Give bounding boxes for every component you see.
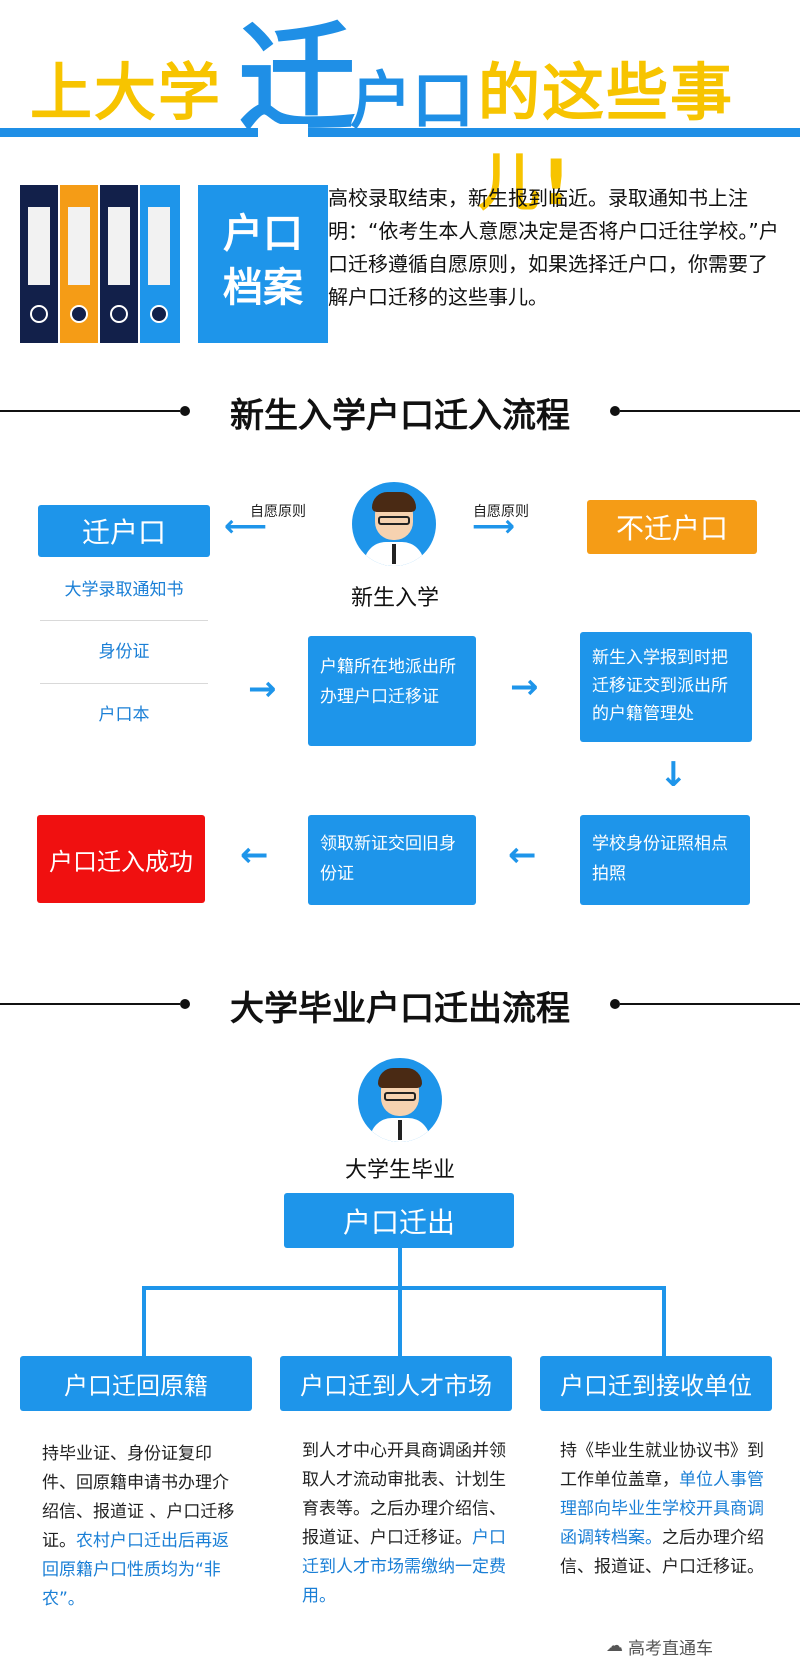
branch-text-employer-highlight: 单位人事管理部向毕业生学校开具商调函调转档案。 [560, 1470, 764, 1548]
arrow-right-icon: → [248, 669, 277, 709]
branch-text-talent-market: 到人才中心开具商调函并领取人才流动审批表、计划生育表等。之后办理介绍信、报道证、… [302, 1437, 510, 1611]
branch-box-hometown: 户口迁回原籍 [20, 1356, 252, 1411]
intro-text: 高校录取结束，新生报到临近。录取通知书上注明：“依考生本人意愿决定是否将户口迁往… [328, 186, 779, 309]
title-part1: 上大学 [30, 56, 223, 129]
doc-separator [40, 620, 208, 621]
branch-box-employer: 户口迁到接收单位 [540, 1356, 772, 1411]
student-label: 新生入学 [350, 586, 439, 611]
branch-text-employer-tail: 之后办理介绍信、报道证、户口迁移证。 [560, 1528, 764, 1577]
title-notch [258, 124, 308, 142]
branch-text-hometown-highlight: 农村户口迁出后再返回原籍户口性质均为“非农”。 [42, 1531, 229, 1609]
section2-line-right [620, 1003, 800, 1005]
branch-text-employer: 持《毕业生就业协议书》到工作单位盖章，单位人事管理部向毕业生学校开具商调函调转档… [560, 1437, 770, 1582]
section1-dot-left [180, 406, 190, 416]
title-part3: 的这些事儿! [478, 56, 735, 219]
doc-item-household-register: 户口本 [98, 705, 150, 725]
section2-dot-right [610, 999, 620, 1009]
archive-label: 户口 档案 [198, 185, 328, 343]
arrow-left-icon: ← [240, 835, 269, 875]
arrow-right-icon: ⟶ [472, 509, 516, 544]
principle-left-label: 自愿原则 [250, 504, 306, 520]
watermark: 高考直通车 [628, 1639, 713, 1659]
step-box-new-id: 领取新证交回旧身份证 [308, 815, 476, 905]
branch-text-hometown-body: 持毕业证、身份证复印件、回原籍申请书办理介绍信、报道证 、户口迁移证。 [42, 1444, 235, 1551]
graduate-avatar [358, 1058, 442, 1142]
tree-connector-middle [398, 1286, 402, 1358]
archive-label-line2: 档案 [223, 265, 303, 311]
section1-dot-right [610, 406, 620, 416]
arrow-left-icon: ← [508, 835, 537, 875]
arrow-right-icon: → [510, 667, 539, 707]
branch-text-hometown: 持毕业证、身份证复印件、回原籍申请书办理介绍信、报道证 、户口迁移证。农村户口迁… [42, 1440, 242, 1614]
branch-text-talent-highlight: 户口迁到人才市场需缴纳一定费用。 [302, 1528, 506, 1606]
tree-connector-left [142, 1286, 146, 1358]
student-avatar [352, 482, 436, 566]
move-hukou-box: 迁户口 [38, 505, 210, 557]
title-big-char: 迁 [238, 10, 357, 148]
doc-item-admission-letter: 大学录取通知书 [64, 580, 184, 600]
tree-connector-right [662, 1286, 666, 1358]
binder-navy [20, 185, 58, 343]
branch-text-talent-body: 到人才中心开具商调函并领取人才流动审批表、计划生育表等。之后办理介绍信、报道证、… [302, 1441, 506, 1548]
tree-connector-vertical [398, 1248, 402, 1288]
binder-navy-2 [100, 185, 138, 343]
branch-text-employer-body: 持《毕业生就业协议书》到工作单位盖章， [560, 1441, 764, 1490]
archive-label-line1: 户口 [223, 211, 303, 257]
branch-box-talent-market: 户口迁到人才市场 [280, 1356, 512, 1411]
section2-title: 大学毕业户口迁出流程 [230, 989, 570, 1029]
step-box-school-photo: 学校身份证照相点拍照 [580, 815, 750, 905]
section1-line-left [0, 410, 180, 412]
section1-title: 新生入学户口迁入流程 [230, 396, 570, 436]
section2-line-left [0, 1003, 180, 1005]
section1-line-right [620, 410, 800, 412]
tree-connector-horizontal [142, 1286, 664, 1290]
archive-binders-illustration: 户口 档案 [20, 185, 328, 343]
title-part2: 户口 [350, 64, 475, 137]
section2-dot-left [180, 999, 190, 1009]
graduate-label: 大学生毕业 [344, 1158, 455, 1183]
binder-blue [140, 185, 180, 343]
success-box: 户口迁入成功 [37, 815, 205, 903]
step-box-report-transfer: 新生入学报到时把迁移证交到派出所的户籍管理处 [580, 632, 752, 742]
arrow-down-icon: ↓ [659, 755, 688, 795]
doc-item-id-card: 身份证 [98, 642, 150, 662]
doc-separator [40, 683, 208, 684]
wechat-icon: ☁ [606, 1636, 623, 1656]
step-box-police-station: 户籍所在地派出所办理户口迁移证 [308, 636, 476, 746]
move-out-root-box: 户口迁出 [284, 1193, 514, 1248]
arrow-left-icon: ⟵ [224, 509, 268, 544]
principle-right-label: 自愿原则 [473, 504, 529, 520]
binder-orange [60, 185, 98, 343]
title-underline [0, 128, 800, 137]
no-move-hukou-box: 不迁户口 [587, 500, 757, 554]
